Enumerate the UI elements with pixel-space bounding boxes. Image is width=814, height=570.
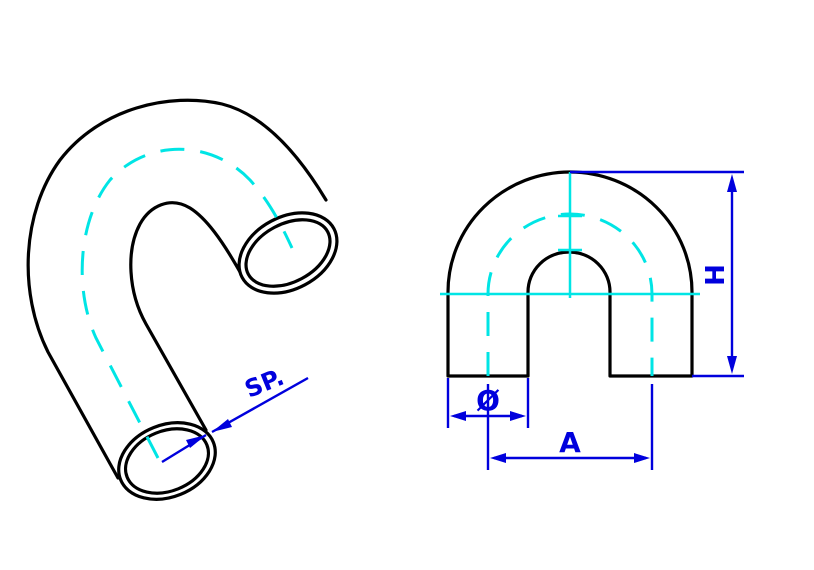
height-label: H (701, 264, 731, 286)
center-distance-label: A (559, 426, 581, 459)
height-dimension: H (570, 170, 744, 378)
front-outer-contour (446, 170, 694, 378)
iso-inner-contour (129, 201, 242, 432)
iso-centerline (80, 147, 294, 459)
iso-lower-tube-end (117, 421, 217, 501)
center-distance-dimension: A (486, 384, 654, 470)
iso-outer-contour (26, 98, 328, 480)
isometric-view (26, 98, 339, 501)
iso-upper-tube-end (237, 211, 339, 295)
thickness-label: SP. (241, 363, 288, 404)
front-view (440, 170, 700, 378)
